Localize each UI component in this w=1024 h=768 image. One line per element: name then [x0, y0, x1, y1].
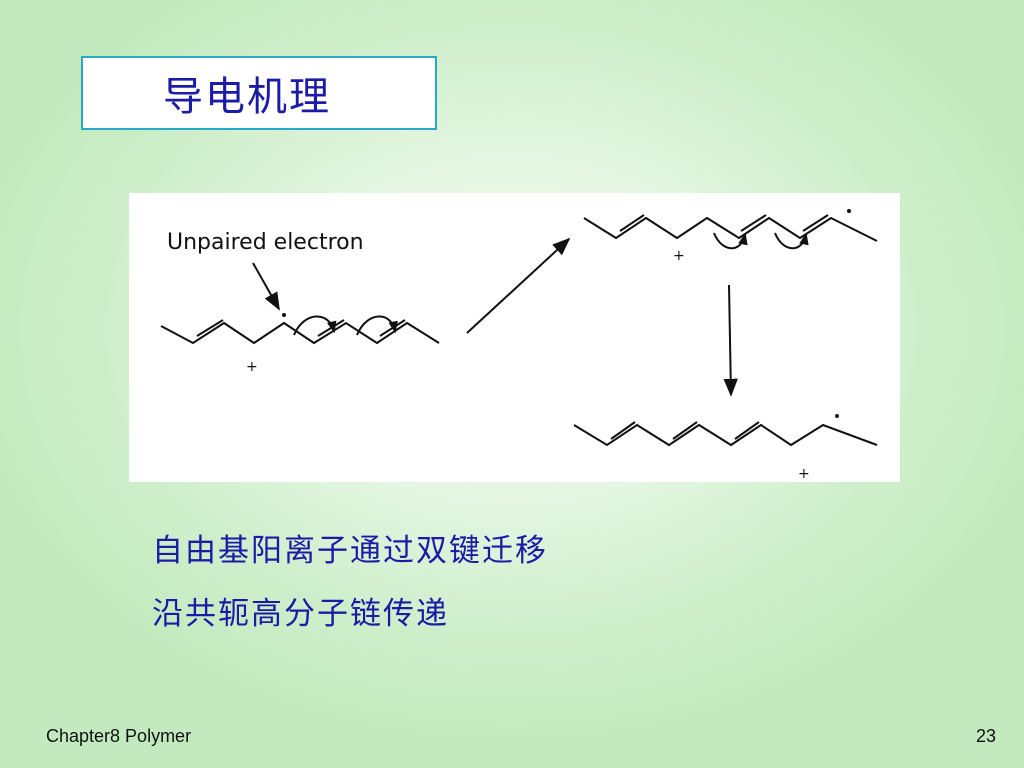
footer-chapter: Chapter8 Polymer — [46, 726, 192, 746]
radical-dot — [835, 414, 839, 418]
radical-dot — [847, 209, 851, 213]
cation-charge-icon: + — [798, 466, 810, 482]
radical-dot — [282, 313, 286, 317]
slide-title: 导电机理 — [163, 74, 331, 120]
title-box: 导电机理 — [81, 56, 437, 130]
unpaired-electron-label: Unpaired electron — [167, 230, 364, 255]
transition-arrow-diagonal — [466, 237, 571, 334]
cation-charge-icon: + — [246, 359, 258, 375]
page-number: 23 — [975, 726, 996, 746]
caption-line-2: 沿共轭高分子链传递 — [152, 596, 449, 632]
caption-line-1: 自由基阳离子通过双键迁移 — [152, 533, 548, 569]
mechanism-diagram: Unpaired electron + + — [160, 209, 878, 482]
cation-charge-icon: + — [673, 248, 685, 264]
transition-arrow-vertical — [723, 284, 738, 397]
polymer-chain-intermediate — [583, 214, 878, 250]
polymer-chain-initial — [160, 315, 440, 345]
label-pointer-arrow — [252, 262, 280, 311]
polymer-chain-final — [573, 421, 878, 447]
mechanism-figure: Unpaired electron + + — [129, 193, 900, 482]
